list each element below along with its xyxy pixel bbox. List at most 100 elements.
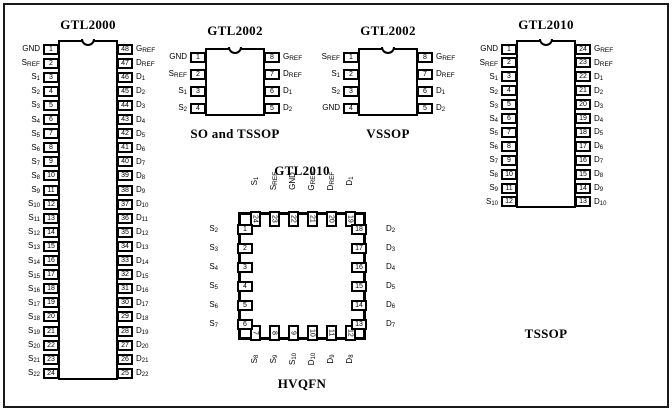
pin-left-1[interactable]: 1 bbox=[237, 223, 253, 235]
pin-right-17[interactable]: 17 bbox=[351, 242, 367, 254]
pin-right-18[interactable]: 18 bbox=[575, 126, 591, 138]
pin-left-12[interactable]: 12 bbox=[43, 198, 59, 210]
pin-right-33[interactable]: 33 bbox=[117, 255, 133, 266]
pin-left-7[interactable]: 7 bbox=[43, 128, 59, 140]
pin-right-8[interactable]: 8 bbox=[417, 51, 433, 63]
pin-left-1[interactable]: 1 bbox=[343, 51, 359, 63]
pin-top-22[interactable]: 22 bbox=[287, 211, 299, 227]
pin-bottom-7[interactable]: 7 bbox=[249, 325, 261, 341]
pin-right-29[interactable]: 29 bbox=[117, 311, 133, 323]
pin-left-9[interactable]: 9 bbox=[501, 154, 517, 166]
pin-left-3[interactable]: 3 bbox=[237, 261, 253, 273]
pin-right-27[interactable]: 27 bbox=[117, 339, 133, 351]
pin-left-8[interactable]: 8 bbox=[501, 140, 517, 152]
pin-right-7[interactable]: 7 bbox=[264, 68, 280, 80]
pin-right-5[interactable]: 5 bbox=[264, 102, 280, 114]
pin-right-7[interactable]: 7 bbox=[417, 68, 433, 80]
pin-right-6[interactable]: 6 bbox=[264, 85, 280, 97]
pin-left-5[interactable]: 5 bbox=[43, 99, 59, 111]
pin-left-3[interactable]: 3 bbox=[190, 85, 206, 97]
pin-right-42[interactable]: 42 bbox=[117, 128, 133, 140]
pin-right-6[interactable]: 6 bbox=[417, 85, 433, 97]
pin-right-44[interactable]: 44 bbox=[117, 99, 133, 111]
pin-left-5[interactable]: 5 bbox=[501, 99, 517, 111]
pin-top-21[interactable]: 21 bbox=[306, 211, 318, 227]
pin-right-17[interactable]: 17 bbox=[575, 140, 591, 152]
pin-top-19[interactable]: 19 bbox=[344, 211, 356, 227]
pin-left-6[interactable]: 6 bbox=[237, 318, 253, 330]
pin-right-36[interactable]: 36 bbox=[117, 212, 133, 224]
pin-right-19[interactable]: 19 bbox=[575, 113, 591, 124]
pin-right-18[interactable]: 18 bbox=[351, 223, 367, 235]
pin-left-3[interactable]: 3 bbox=[343, 85, 359, 97]
pin-left-2[interactable]: 2 bbox=[501, 57, 517, 69]
pin-right-13[interactable]: 13 bbox=[351, 318, 367, 330]
pin-bottom-11[interactable]: 11 bbox=[325, 325, 337, 341]
pin-left-14[interactable]: 14 bbox=[43, 226, 59, 238]
pin-right-48[interactable]: 48 bbox=[117, 43, 133, 55]
pin-right-23[interactable]: 23 bbox=[575, 57, 591, 69]
pin-right-40[interactable]: 40 bbox=[117, 156, 133, 168]
pin-left-1[interactable]: 1 bbox=[501, 43, 517, 55]
pin-left-21[interactable]: 21 bbox=[43, 325, 59, 337]
pin-right-21[interactable]: 21 bbox=[575, 85, 591, 97]
pin-left-4[interactable]: 4 bbox=[190, 102, 206, 114]
pin-left-4[interactable]: 4 bbox=[43, 85, 59, 97]
pin-right-34[interactable]: 34 bbox=[117, 240, 133, 252]
pin-right-45[interactable]: 45 bbox=[117, 85, 133, 97]
pin-right-13[interactable]: 13 bbox=[575, 196, 591, 208]
pin-left-2[interactable]: 2 bbox=[43, 57, 59, 69]
pin-right-14[interactable]: 14 bbox=[351, 299, 367, 311]
pin-left-23[interactable]: 23 bbox=[43, 353, 59, 365]
pin-left-2[interactable]: 2 bbox=[343, 68, 359, 80]
pin-right-38[interactable]: 38 bbox=[117, 184, 133, 196]
pin-left-5[interactable]: 5 bbox=[237, 299, 253, 311]
pin-left-4[interactable]: 4 bbox=[343, 102, 359, 114]
pin-right-47[interactable]: 47 bbox=[117, 57, 133, 69]
pin-right-14[interactable]: 14 bbox=[575, 182, 591, 194]
pin-bottom-9[interactable]: 9 bbox=[287, 325, 299, 341]
pin-right-25[interactable]: 25 bbox=[117, 367, 133, 379]
pin-right-26[interactable]: 26 bbox=[117, 353, 133, 365]
pin-left-18[interactable]: 18 bbox=[43, 283, 59, 295]
pin-left-2[interactable]: 2 bbox=[190, 68, 206, 80]
pin-left-20[interactable]: 20 bbox=[43, 311, 59, 323]
pin-left-8[interactable]: 8 bbox=[43, 142, 59, 154]
pin-right-32[interactable]: 32 bbox=[117, 269, 133, 281]
pin-top-20[interactable]: 20 bbox=[325, 211, 337, 227]
pin-left-22[interactable]: 22 bbox=[43, 339, 59, 351]
pin-right-30[interactable]: 30 bbox=[117, 297, 133, 309]
pin-left-1[interactable]: 1 bbox=[43, 43, 59, 55]
pin-left-16[interactable]: 16 bbox=[43, 255, 59, 266]
pin-bottom-8[interactable]: 8 bbox=[268, 325, 280, 341]
pin-left-13[interactable]: 13 bbox=[43, 212, 59, 224]
pin-left-3[interactable]: 3 bbox=[501, 71, 517, 83]
pin-right-43[interactable]: 43 bbox=[117, 114, 133, 125]
pin-left-4[interactable]: 4 bbox=[501, 85, 517, 97]
pin-right-37[interactable]: 37 bbox=[117, 198, 133, 210]
pin-left-9[interactable]: 9 bbox=[43, 156, 59, 168]
pin-right-41[interactable]: 41 bbox=[117, 142, 133, 154]
pin-left-12[interactable]: 12 bbox=[501, 196, 517, 208]
pin-left-11[interactable]: 11 bbox=[43, 184, 59, 196]
pin-right-8[interactable]: 8 bbox=[264, 51, 280, 63]
pin-left-10[interactable]: 10 bbox=[43, 170, 59, 182]
pin-left-4[interactable]: 4 bbox=[237, 280, 253, 292]
pin-right-15[interactable]: 15 bbox=[575, 168, 591, 180]
pin-right-46[interactable]: 46 bbox=[117, 71, 133, 83]
pin-left-10[interactable]: 10 bbox=[501, 168, 517, 180]
pin-left-19[interactable]: 19 bbox=[43, 297, 59, 309]
pin-left-7[interactable]: 7 bbox=[501, 126, 517, 138]
pin-right-22[interactable]: 22 bbox=[575, 71, 591, 83]
pin-left-6[interactable]: 6 bbox=[501, 113, 517, 124]
pin-right-20[interactable]: 20 bbox=[575, 99, 591, 111]
pin-right-24[interactable]: 24 bbox=[575, 43, 591, 55]
pin-left-1[interactable]: 1 bbox=[190, 51, 206, 63]
pin-right-16[interactable]: 16 bbox=[351, 261, 367, 273]
pin-left-11[interactable]: 11 bbox=[501, 182, 517, 194]
pin-left-3[interactable]: 3 bbox=[43, 71, 59, 83]
pin-bottom-12[interactable]: 12 bbox=[344, 325, 356, 341]
pin-top-24[interactable]: 24 bbox=[249, 211, 261, 227]
pin-right-35[interactable]: 35 bbox=[117, 226, 133, 238]
pin-left-24[interactable]: 24 bbox=[43, 367, 59, 379]
